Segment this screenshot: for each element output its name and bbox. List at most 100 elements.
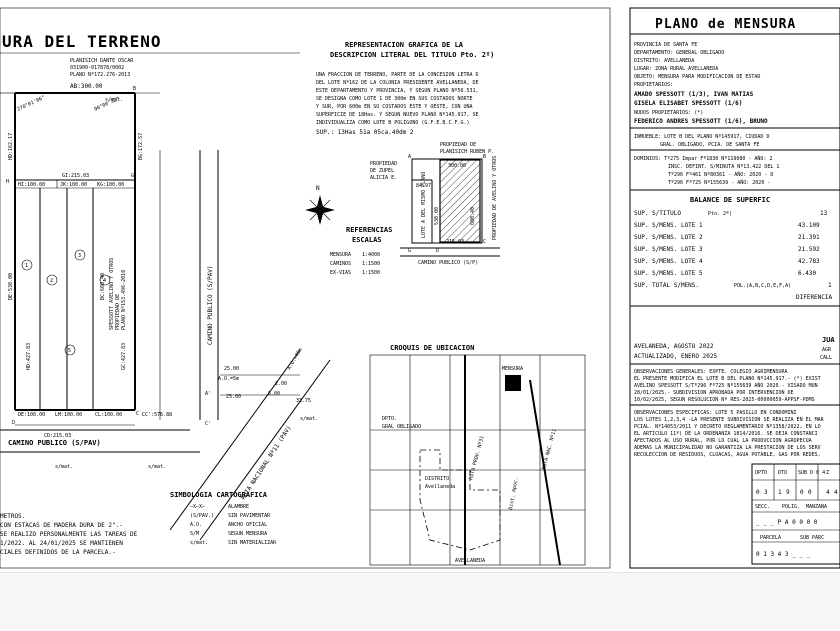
- prop-left-3: ALICIA E.: [370, 175, 397, 181]
- dim-25a: 25.00: [224, 366, 239, 372]
- desc-line-5: Y SUR, POR 600m EN SU COSTADOS ESTE Y OE…: [316, 104, 473, 110]
- grid-l-0: SECC.: [755, 504, 770, 510]
- balance-note-0: Pto. 2º): [708, 211, 732, 217]
- prop-left-1: PROPIEDAD: [370, 161, 397, 167]
- road-vertical: CAMINO PUBLICO (S/PAV): [207, 266, 214, 345]
- note-line-2: CON ESTACAS DE MADERA DURA DE 2".-: [0, 522, 123, 529]
- balance-label-2: SUP. S/MENS. LOTE 2: [634, 234, 703, 241]
- sym-0: —X—X—: [190, 504, 206, 510]
- dim-hd-bottom: HD:427.83: [26, 343, 32, 370]
- plan-box-line-3: PLANO Nº172.276-2013: [70, 72, 130, 78]
- grid-r1-3: 9: [786, 489, 790, 496]
- sym-2: A.O.: [190, 522, 202, 528]
- croquis-city: AVELLANEDA: [455, 558, 485, 564]
- balance-value-0: 13: [820, 210, 828, 217]
- smat-2: s/mat.: [55, 464, 73, 470]
- dim-de: DE:530.00: [8, 273, 14, 300]
- viewer-footer-band: [0, 572, 840, 631]
- balance-title: BALANCE DE SUPERFIC: [690, 196, 770, 204]
- inmueble-1: GRAL. OBLIGADO, PCIA. DE SANTA FE: [660, 142, 759, 148]
- sym-4: s/mat.: [190, 540, 208, 546]
- croquis-mensura: MENSURA: [502, 366, 523, 372]
- croquis-avellaneda: Avellaneda: [425, 484, 455, 490]
- balance-label-1: SUP. S/MENS. LOTE 1: [634, 222, 703, 229]
- balance-value-1: 43.109: [798, 222, 820, 229]
- ref-name-1: CAMINOS: [330, 261, 351, 267]
- vertex-b: B: [133, 86, 136, 92]
- dim-hi: HI:100.00: [18, 182, 45, 188]
- smat-3: s/mat.: [300, 416, 318, 422]
- balance-label-5: SUP. S/MENS. LOTE 5: [634, 270, 703, 277]
- desc-line-4: SE DESIGNA COMO LOTE 1 DE 300m EN SUS CO…: [316, 96, 473, 102]
- grid-r1-2: 1: [778, 489, 782, 496]
- grid-r1-7: 4: [834, 489, 838, 496]
- vertex-a-prime: A': [205, 391, 211, 397]
- dim-jk: JK:100.00: [60, 182, 87, 188]
- dim-gi: GI:215.03: [62, 173, 89, 179]
- dim-ab: AB:300.00: [70, 83, 103, 90]
- cadastral-grid: OPTO DTO SUB D 0 4 Z 0 3 1 9 0 0 4 4 SEC…: [751, 463, 840, 565]
- owner-2: FEDERICO ANDRES SPESSOTT (1/6), BRUNO: [634, 118, 768, 125]
- ref-scale-1: 1:1500: [362, 261, 380, 267]
- obs-gen-3: 28/01/2025.- SUBDIVISION APROBADA POR IN…: [634, 390, 794, 396]
- balance-value-5: 6.430: [798, 270, 816, 277]
- owner-0: AMADO SPESSOTT (1/3), IVAN MATIAS: [634, 91, 754, 98]
- vertex-c-center: C: [483, 239, 486, 245]
- ref-subtitle: ESCALAS: [352, 236, 382, 244]
- sym-desc-1: SIN PAVIMENTAR: [228, 513, 271, 519]
- center-title-1: REPRESENTACION GRAFICA DE LA: [345, 41, 464, 49]
- grid-r2: _ _ _ P A 0 0 0 0: [756, 519, 818, 526]
- prop-left-2: DE ZUPEL: [370, 168, 394, 174]
- grid-l-2: MANZANA: [806, 504, 827, 510]
- vertex-b-center: B: [483, 154, 486, 160]
- inmueble-0: INMUEBLE: LOTE B DEL PLANO Nº145917, CIU…: [634, 134, 769, 140]
- info-5: PROPIETARIOS:: [634, 82, 673, 88]
- camino-label: CAMINO PUBLICO (S/P): [418, 260, 478, 266]
- title-polygon-sketch: PROPIEDAD DE PLANISICH RUBEN P. 300.00 8…: [370, 142, 500, 266]
- info-4: OBJETO: MENSURA PARA MODIFICACION DE EST…: [634, 74, 760, 80]
- grid-l2-1: SUB PARC: [800, 535, 824, 541]
- grid-l-1: POLIG.: [782, 504, 800, 510]
- dim-530: 530.00: [434, 207, 440, 225]
- info-0: PROVINCIA DE SANTA FE: [634, 42, 697, 48]
- signer-title: AGR: [822, 347, 832, 353]
- center-panel: REPRESENTACION GRAFICA DE LA DESCRIPCION…: [170, 41, 586, 566]
- dim-600: 600.40: [470, 207, 476, 225]
- scale-references: REFERENCIAS ESCALAS MENSURA 1:4000 CAMIN…: [330, 226, 392, 276]
- croquis-distrito: DISTRITO: [425, 476, 449, 482]
- grid-r1-4: 0: [800, 489, 804, 496]
- balance-label-0: SUP. S/TITULO: [634, 210, 681, 217]
- owner-vert-2: PROPIEDAD DE: [115, 294, 121, 330]
- vertex-d-center: D: [436, 248, 439, 254]
- dim-cl: CL:100.00: [95, 412, 122, 418]
- desc-line-2: DEL LOTE Nº162 DE LA COLONIA PRESIDENTE …: [316, 80, 479, 86]
- desc-surface: SUP.: 13Has 51a 05ca.40dm 2: [316, 129, 414, 136]
- dim-215: 215.03: [446, 239, 464, 245]
- dim-6: 6.00: [268, 391, 280, 397]
- balance-value-4: 42.783: [798, 258, 820, 265]
- grid-r1-1: 3: [764, 489, 768, 496]
- vertex-g-center: G: [408, 248, 411, 254]
- dim-bg: BG:172.57: [138, 133, 144, 160]
- ref-scale-2: 1:1500: [362, 270, 380, 276]
- location-sketch: CROQUIS DE UBICACION MENSURA DPTO. GRAL …: [369, 344, 586, 566]
- dim-300: 300.00: [448, 163, 466, 169]
- grid-r1-0: 0: [756, 489, 760, 496]
- lot-number-1: 1: [25, 263, 28, 269]
- grid-r3: 0 1 3 4 3 _ _ _: [756, 551, 811, 558]
- dominio-3: Tº296 Fº725 Nº155639 - AÑO: 2020 -: [668, 179, 770, 186]
- north-arrow: N: [305, 185, 335, 225]
- dim-kg: KG:100.00: [97, 182, 124, 188]
- angle-1: 270°01'06": [16, 95, 46, 113]
- obs-esp-2: PCIAL. Nº14053/2011 Y DECRETO REGLAMENTA…: [634, 424, 821, 430]
- obs-gen-2: AVELINO SPESSOTT S/Tº296 Fº725 Nº155639 …: [634, 382, 818, 389]
- lot-numbers: 1 2 3 4 5: [21, 249, 111, 356]
- dim-de-bottom: DE:100.00: [18, 412, 45, 418]
- symbology-legend: SIMBOLOGIA CARTOGRAFICA —X—X— ALAMBRE (S…: [170, 491, 277, 546]
- note-line-4: 1/2022. AL 24/01/2025 SE MANTIENEN: [0, 540, 123, 547]
- dim-ao40: A.O.=40m: [287, 347, 304, 371]
- owner-vert-3: PLANO Nº153.496-2010: [121, 270, 127, 330]
- smat-top: s/mat.: [105, 97, 123, 103]
- croquis-title: CROQUIS DE UBICACION: [390, 344, 474, 352]
- dominio-1: INSC. DEFINT. S/MINUTA Nº13.422 DEL 1: [668, 164, 779, 170]
